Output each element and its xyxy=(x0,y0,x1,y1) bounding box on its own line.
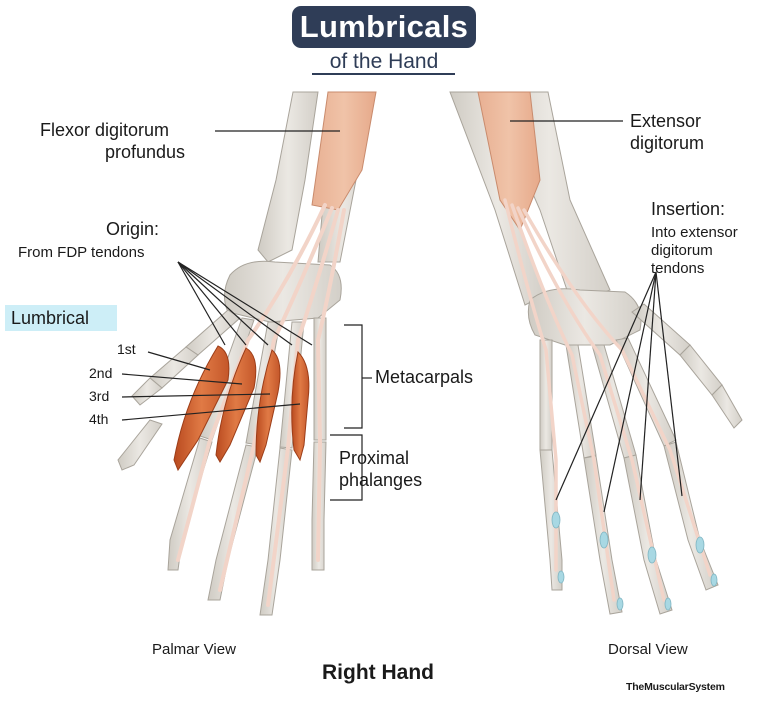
label-insertion-title: Insertion: xyxy=(651,199,726,219)
label-origin-title: Origin: xyxy=(106,219,160,239)
lumbrical-3rd xyxy=(255,349,281,464)
label-right-hand: Right Hand xyxy=(322,661,434,684)
insertion-markers xyxy=(551,511,718,611)
extensor-tendons xyxy=(503,198,712,602)
lumbrical-highlight xyxy=(5,305,117,331)
label-lumbrical: Lumbrical xyxy=(11,308,90,328)
site-logo: TheMuscularSystem xyxy=(626,681,725,693)
label-flexor-line1: Flexor digitorum xyxy=(40,120,170,140)
label-flexor-line2: profundus xyxy=(105,142,186,162)
palmar-finger-thumbside xyxy=(117,419,163,471)
palmar-thumb-proximal xyxy=(149,346,199,389)
label-extensor-line2: digitorum xyxy=(630,133,705,153)
lumbrical-1st xyxy=(173,345,230,472)
label-proximal-line1: Proximal xyxy=(339,448,410,468)
label-insertion-line2: digitorum xyxy=(651,242,713,259)
label-insertion-line3: tendons xyxy=(651,260,705,277)
lumbrical-2nd xyxy=(215,347,257,463)
dorsal-thumb-proximal xyxy=(679,344,723,396)
palmar-radius xyxy=(257,91,319,263)
page-subtitle: of the Hand xyxy=(329,50,439,73)
label-palmar-view: Palmar View xyxy=(152,641,236,658)
fdp-muscle xyxy=(311,91,377,211)
dorsal-thumb-distal xyxy=(711,384,743,429)
label-3rd: 3rd xyxy=(89,388,110,404)
label-insertion-line1: Into extensor xyxy=(651,224,738,241)
palmar-thumb-distal xyxy=(131,377,163,406)
lumbrical-4th xyxy=(291,350,310,462)
subtitle-underline xyxy=(312,73,455,75)
label-2nd: 2nd xyxy=(89,365,113,381)
label-4th: 4th xyxy=(89,411,109,427)
extensor-muscle xyxy=(477,91,541,232)
leader-lines xyxy=(121,120,683,513)
label-1st: 1st xyxy=(117,341,136,357)
label-origin-detail: From FDP tendons xyxy=(18,244,145,261)
title-badge xyxy=(292,6,476,48)
page-title: Lumbricals xyxy=(299,9,469,44)
fdp-tendons xyxy=(176,203,346,607)
label-extensor-line1: Extensor xyxy=(630,111,702,131)
label-dorsal-view: Dorsal View xyxy=(608,641,688,658)
label-metacarpals: Metacarpals xyxy=(375,367,474,387)
palmar-carpals xyxy=(224,260,342,323)
label-proximal-line2: phalanges xyxy=(339,470,423,490)
lumbrical-muscles xyxy=(173,345,310,472)
